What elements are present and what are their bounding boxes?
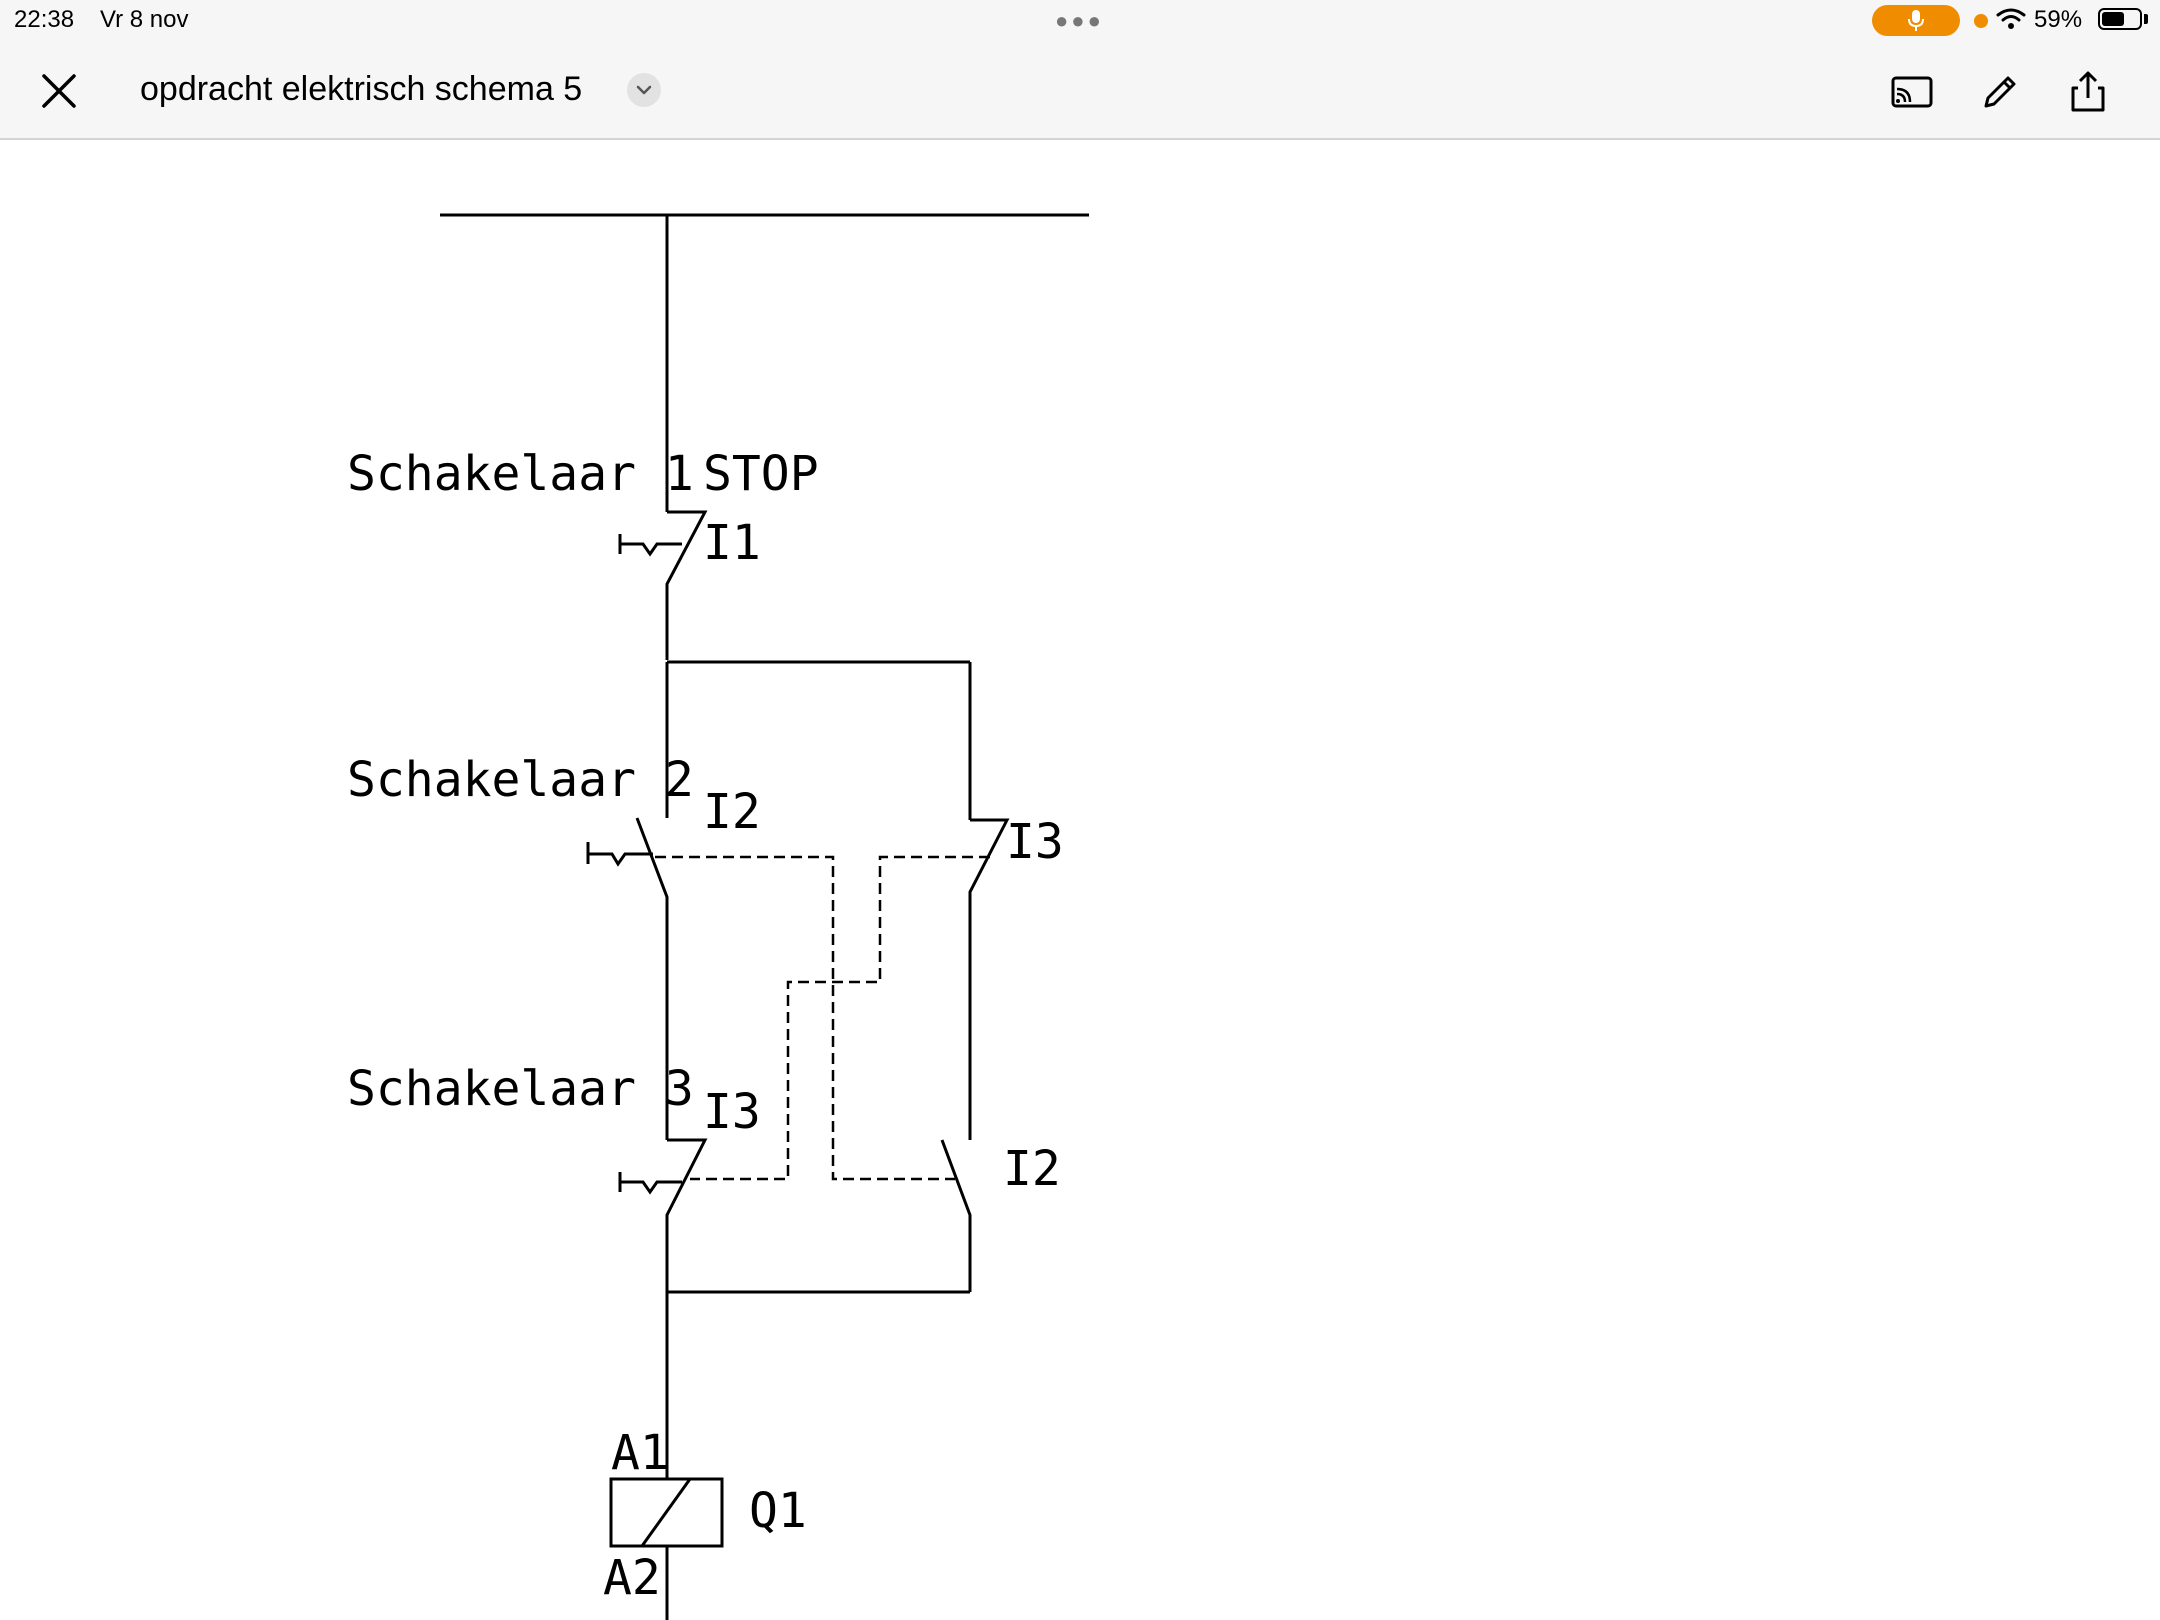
label-a2: A2 bbox=[603, 1550, 661, 1606]
label-i2-top: I2 bbox=[703, 784, 761, 840]
status-date: Vr 8 nov bbox=[100, 6, 189, 33]
close-icon[interactable] bbox=[38, 70, 80, 112]
document-toolbar: opdracht elektrisch schema 5 bbox=[0, 40, 2160, 140]
status-bar: 22:38 Vr 8 nov ●●● 59% bbox=[0, 0, 2160, 40]
wifi-icon bbox=[1996, 8, 2026, 29]
coil-diagonal bbox=[640, 1478, 692, 1547]
label-stop: STOP bbox=[703, 446, 819, 502]
pencil-icon[interactable] bbox=[1976, 68, 2024, 116]
microphone-icon bbox=[1908, 10, 1924, 31]
battery-icon bbox=[2098, 8, 2142, 30]
switch-i3-contact-left bbox=[665, 1138, 708, 1292]
label-i3-top: I3 bbox=[1006, 814, 1064, 870]
label-switch2: Schakelaar 2 bbox=[347, 752, 694, 808]
switch-i2-contact-left bbox=[635, 817, 669, 1140]
electrical-schematic: Schakelaar 1 STOP I1 Schakelaar 2 I2 I3 … bbox=[347, 213, 1089, 1620]
battery-cap bbox=[2144, 14, 2148, 24]
multitasking-dots-icon[interactable]: ●●● bbox=[1055, 8, 1104, 33]
mechanical-link-i3 bbox=[690, 855, 990, 1181]
label-i3-bottom: I3 bbox=[703, 1084, 761, 1140]
label-a1: A1 bbox=[611, 1425, 669, 1481]
cast-icon[interactable] bbox=[1888, 68, 1936, 116]
mechanical-link-i2 bbox=[655, 855, 955, 1181]
switch-i2-contact-right bbox=[940, 1139, 972, 1292]
battery-percentage: 59% bbox=[2034, 6, 2083, 33]
document-title[interactable]: opdracht elektrisch schema 5 bbox=[140, 70, 583, 108]
label-switch3: Schakelaar 3 bbox=[347, 1061, 694, 1117]
label-q1: Q1 bbox=[749, 1483, 807, 1539]
pushbutton-actuator bbox=[618, 534, 682, 557]
switch-i3-contact-right bbox=[968, 818, 1010, 1140]
share-icon[interactable] bbox=[2064, 68, 2112, 116]
label-i2-bottom: I2 bbox=[1003, 1141, 1061, 1197]
chevron-down-icon bbox=[636, 85, 652, 95]
label-switch1: Schakelaar 1 bbox=[347, 446, 694, 502]
microphone-indicator[interactable] bbox=[1872, 5, 1960, 36]
switch-i1-contact bbox=[665, 510, 708, 660]
title-menu-button[interactable] bbox=[627, 73, 661, 107]
pushbutton-actuator bbox=[618, 1172, 682, 1195]
pushbutton-actuator bbox=[586, 842, 653, 867]
privacy-dot-icon bbox=[1974, 14, 1988, 28]
status-time: 22:38 bbox=[14, 6, 75, 33]
label-i1: I1 bbox=[703, 515, 761, 571]
